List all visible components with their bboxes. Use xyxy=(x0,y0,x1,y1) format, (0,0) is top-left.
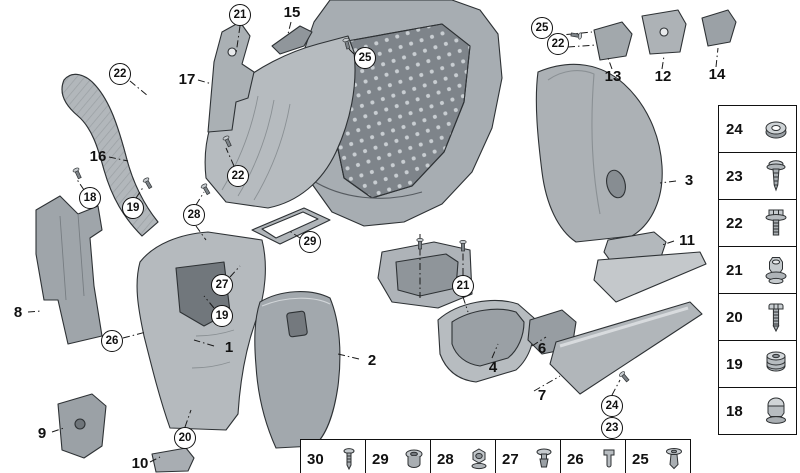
part-label-13[interactable]: 13 xyxy=(604,68,622,85)
callout-22[interactable]: 22 xyxy=(547,33,569,55)
fastener-item-27[interactable]: 27 xyxy=(495,439,561,473)
fastener-item-21[interactable]: 21 xyxy=(718,246,797,294)
fastener-number: 26 xyxy=(567,450,584,468)
fastener-number: 28 xyxy=(437,450,454,468)
fastener-item-19[interactable]: 19 xyxy=(718,340,797,388)
part-hatch-frame xyxy=(251,207,331,245)
callout-25[interactable]: 25 xyxy=(354,47,376,69)
part-strip-upper xyxy=(593,251,707,303)
leader-lines xyxy=(27,21,719,463)
part-label-10[interactable]: 10 xyxy=(131,455,149,472)
part-label-11[interactable]: 11 xyxy=(679,232,695,249)
callout-19[interactable]: 19 xyxy=(122,197,144,219)
part-label-7[interactable]: 7 xyxy=(537,387,547,404)
fastener-number: 18 xyxy=(726,402,743,420)
part-label-8[interactable]: 8 xyxy=(13,304,23,321)
part-label-16[interactable]: 16 xyxy=(89,148,107,165)
part-label-12[interactable]: 12 xyxy=(654,68,672,85)
fastener-number: 27 xyxy=(502,450,519,468)
push-rivet-icon xyxy=(534,446,554,472)
hex-bolt-icon xyxy=(763,204,789,242)
part-label-9[interactable]: 9 xyxy=(37,425,47,442)
cap-nut-icon xyxy=(763,392,789,430)
callout-18[interactable]: 18 xyxy=(79,187,101,209)
fastener-item-20[interactable]: 20 xyxy=(718,293,797,341)
fastener-item-24[interactable]: 24 xyxy=(718,105,797,153)
spring-clip-icon xyxy=(599,446,619,472)
callout-21[interactable]: 21 xyxy=(229,4,251,26)
fastener-number: 30 xyxy=(307,450,324,468)
callout-23[interactable]: 23 xyxy=(601,417,623,439)
part-label-2[interactable]: 2 xyxy=(367,352,377,369)
expansion-rivet-icon xyxy=(664,446,684,472)
loose-screws xyxy=(72,32,630,383)
fastener-number: 22 xyxy=(726,214,743,232)
part-2-shape xyxy=(254,291,341,449)
part-1-shape xyxy=(136,231,266,431)
callout-25[interactable]: 25 xyxy=(531,17,553,39)
part-label-17[interactable]: 17 xyxy=(178,71,196,88)
part-label-15[interactable]: 15 xyxy=(283,4,301,21)
fastener-number: 25 xyxy=(632,450,649,468)
small-screw-icon xyxy=(339,446,359,472)
flange-nut-icon xyxy=(763,251,789,289)
part-14-shape xyxy=(701,9,737,47)
part-label-4[interactable]: 4 xyxy=(488,359,498,376)
fastener-item-29[interactable]: 29 xyxy=(365,439,431,473)
callout-21[interactable]: 21 xyxy=(452,275,474,297)
fastener-item-25[interactable]: 25 xyxy=(625,439,691,473)
part-15-shape xyxy=(271,25,313,55)
grommet-icon xyxy=(404,446,424,472)
fastener-number: 24 xyxy=(726,120,743,138)
fastener-number: 20 xyxy=(726,308,743,326)
fastener-number: 19 xyxy=(726,355,743,373)
callout-22[interactable]: 22 xyxy=(109,63,131,85)
part-17-shape xyxy=(207,21,255,133)
part-label-1[interactable]: 1 xyxy=(224,339,234,356)
fastener-item-18[interactable]: 18 xyxy=(718,387,797,435)
part-10-shape xyxy=(151,447,195,473)
fastener-item-22[interactable]: 22 xyxy=(718,199,797,247)
callout-22[interactable]: 22 xyxy=(227,165,249,187)
part-3-shape xyxy=(535,63,663,243)
part-label-6[interactable]: 6 xyxy=(537,340,547,357)
fastener-item-23[interactable]: 23 xyxy=(718,152,797,200)
fastener-number: 29 xyxy=(372,450,389,468)
fastener-number: 21 xyxy=(726,261,743,279)
callout-26[interactable]: 26 xyxy=(101,330,123,352)
fastener-reference-row: 30 29 28 27 26 xyxy=(300,439,691,473)
pan-head-screw-icon xyxy=(763,298,789,336)
fastener-item-26[interactable]: 26 xyxy=(560,439,626,473)
fastener-reference-column: 24 23 22 21 20 xyxy=(718,105,797,435)
fastener-item-30[interactable]: 30 xyxy=(300,439,366,473)
callout-19[interactable]: 19 xyxy=(211,305,233,327)
part-8-shape xyxy=(35,195,103,345)
part-13-shape xyxy=(593,21,633,61)
tapping-screw-icon xyxy=(763,157,789,195)
callout-28[interactable]: 28 xyxy=(183,204,205,226)
washer-icon xyxy=(763,110,789,148)
plastic-nut-icon xyxy=(763,345,789,383)
part-label-3[interactable]: 3 xyxy=(684,172,694,189)
callout-20[interactable]: 20 xyxy=(174,427,196,449)
callout-27[interactable]: 27 xyxy=(211,274,233,296)
part-strip-lower xyxy=(549,301,703,395)
fastener-number: 23 xyxy=(726,167,743,185)
callout-24[interactable]: 24 xyxy=(601,395,623,417)
part-label-14[interactable]: 14 xyxy=(708,66,726,83)
callout-29[interactable]: 29 xyxy=(299,231,321,253)
hex-nut-icon xyxy=(469,446,489,472)
fastener-item-28[interactable]: 28 xyxy=(430,439,496,473)
part-shapes xyxy=(35,0,737,473)
